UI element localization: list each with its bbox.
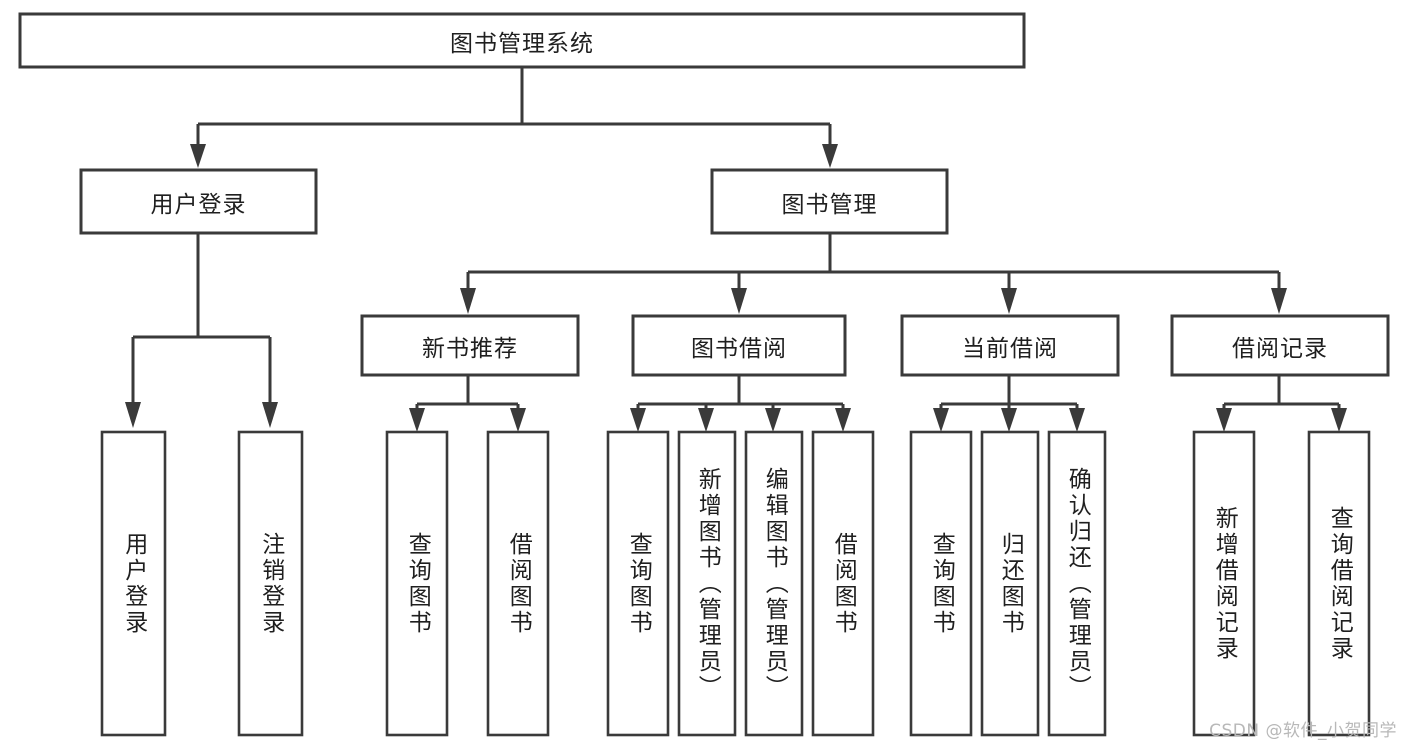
node-box-leaf-confirm-return[interactable] <box>1047 430 1107 737</box>
arrow-head-leaf-add-record <box>1216 408 1232 432</box>
arrow-head-leaf-query-record <box>1331 408 1347 432</box>
node-box-book-borrow[interactable] <box>631 314 847 377</box>
node-box-leaf-add-record[interactable] <box>1192 430 1256 737</box>
node-box-book-manage[interactable] <box>710 168 949 235</box>
node-box-user-login[interactable] <box>79 168 318 235</box>
arrow-head-leaf-query-book-2 <box>630 408 646 432</box>
arrow-head-leaf-add-book <box>698 408 714 432</box>
arrow-head-book-manage <box>822 144 838 168</box>
connector-group-new-book-recommend <box>409 375 526 432</box>
arrow-head-leaf-borrow-book-1 <box>510 408 526 432</box>
arrow-head-leaf-borrow-book-2 <box>835 408 851 432</box>
node-box-leaf-borrow-book-1[interactable] <box>486 430 550 737</box>
arrow-head-user-login <box>190 144 206 168</box>
connector-group-root <box>190 67 838 168</box>
connector-group-user-login <box>125 233 278 428</box>
node-box-leaf-query-book-3[interactable] <box>909 430 973 737</box>
arrow-head-leaf-return-book <box>1001 408 1017 432</box>
node-box-borrow-record[interactable] <box>1170 314 1390 377</box>
node-box-leaf-user-logout[interactable] <box>237 430 304 737</box>
node-box-leaf-query-book-2[interactable] <box>606 430 670 737</box>
arrow-head-borrow-record <box>1271 288 1287 314</box>
arrow-head-leaf-query-book-3 <box>933 408 949 432</box>
arrow-head-leaf-confirm-return <box>1069 408 1085 432</box>
connector-group-book-manage <box>460 233 1287 314</box>
node-box-new-book-recommend[interactable] <box>360 314 580 377</box>
node-box-leaf-borrow-book-2[interactable] <box>811 430 875 737</box>
arrow-head-book-borrow <box>731 288 747 314</box>
arrow-head-leaf-edit-book <box>765 408 781 432</box>
arrow-head-leaf-user-login <box>125 402 141 428</box>
node-box-current-borrow[interactable] <box>900 314 1120 377</box>
node-box-leaf-query-book-1[interactable] <box>385 430 449 737</box>
arrow-head-new-book-recommend <box>460 288 476 314</box>
node-box-leaf-query-record[interactable] <box>1307 430 1371 737</box>
node-box-root[interactable] <box>18 12 1026 69</box>
node-box-leaf-add-book[interactable] <box>677 430 737 737</box>
node-box-leaf-return-book[interactable] <box>980 430 1040 737</box>
csdn-watermark: CSDN @软件_小贺同学 <box>1209 721 1397 741</box>
connector-group-book-borrow <box>630 375 851 432</box>
connector-group-current-borrow <box>933 375 1085 432</box>
node-box-leaf-edit-book[interactable] <box>744 430 804 737</box>
connector-group-borrow-record <box>1216 375 1347 432</box>
node-box-leaf-user-login[interactable] <box>100 430 167 737</box>
arrow-head-leaf-query-book-1 <box>409 408 425 432</box>
arrow-head-current-borrow <box>1001 288 1017 314</box>
arrow-head-leaf-user-logout <box>262 402 278 428</box>
